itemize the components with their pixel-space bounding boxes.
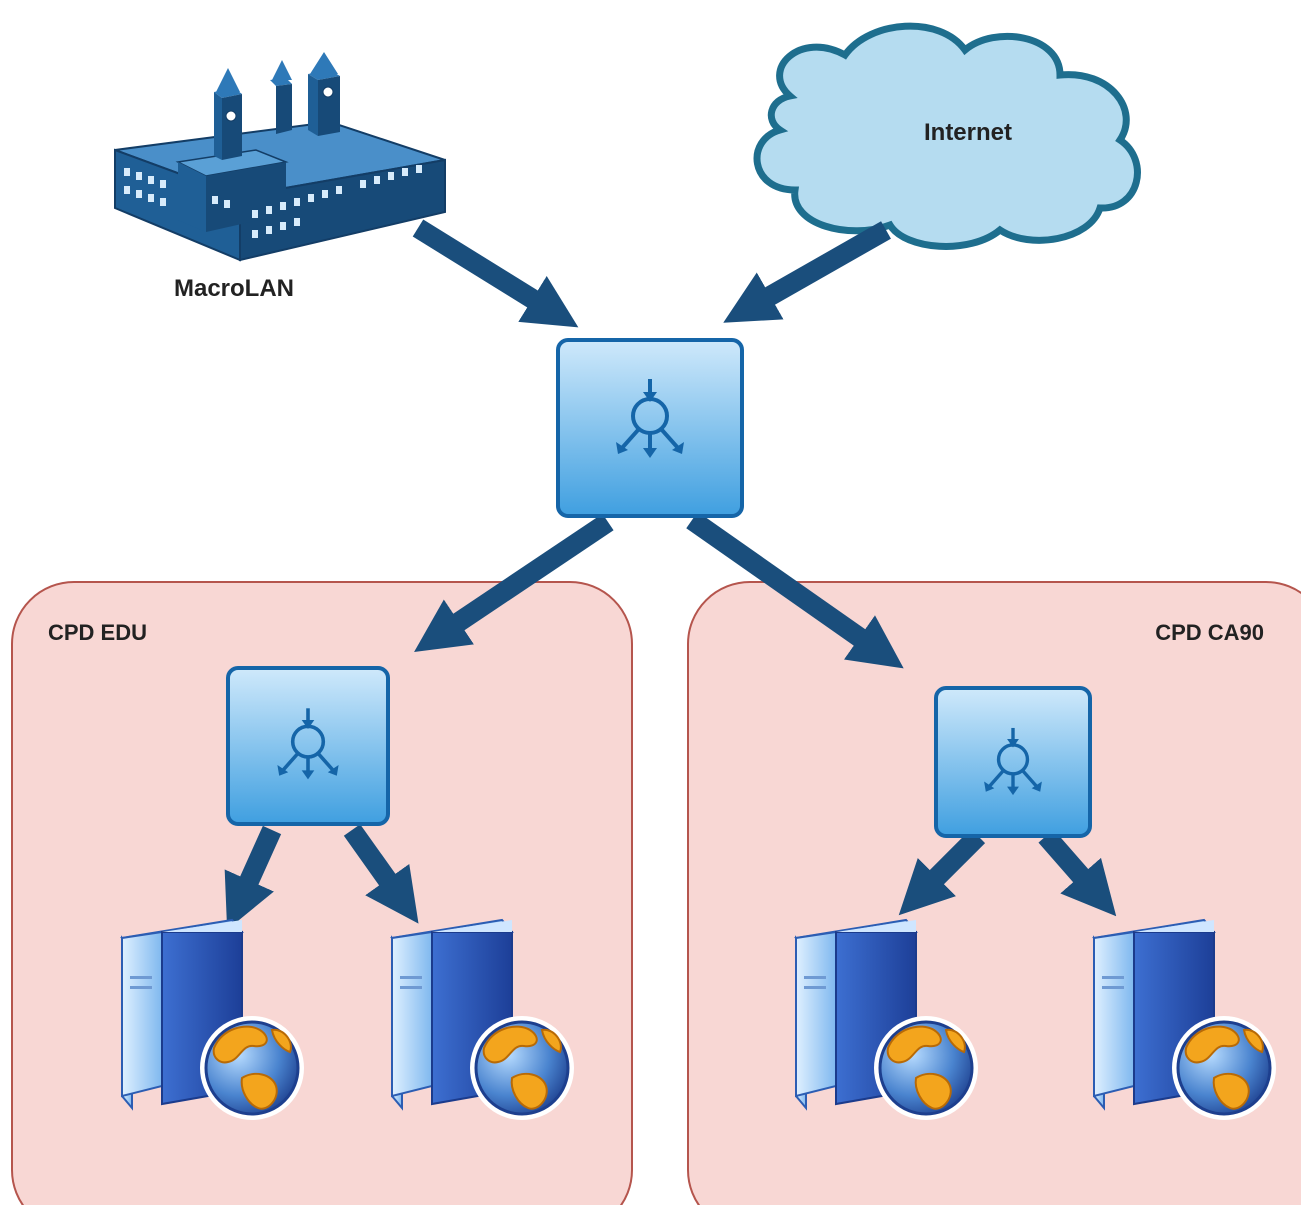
arrow-main-to-edu-balancer — [414, 513, 614, 653]
arrow-macrolan-to-main-balancer — [412, 219, 579, 328]
zone-label-cpd-ca90: CPD CA90 — [1155, 620, 1264, 645]
internet-label: Internet — [924, 119, 1012, 146]
arrow-main-to-ca90-balancer — [686, 511, 904, 669]
ca90-load-balancer — [934, 686, 1092, 838]
arrow-internet-to-main-balancer — [723, 221, 891, 323]
arrow-edu-balancer-to-server-1 — [224, 825, 282, 930]
connections — [224, 219, 1117, 930]
load-balancer-icon — [934, 686, 1092, 838]
arrow-edu-balancer-to-server-2 — [343, 824, 419, 924]
arrow-ca90-balancer-to-server-1 — [898, 828, 986, 916]
edu-load-balancer — [226, 666, 390, 826]
arrow-ca90-balancer-to-server-2 — [1038, 829, 1117, 917]
macrolan-label: MacroLAN — [174, 275, 294, 302]
zone-label-cpd-edu: CPD EDU — [48, 620, 147, 645]
cloud-icon — [753, 22, 1141, 250]
load-balancer-icon — [226, 666, 390, 826]
main-load-balancer — [556, 338, 744, 518]
load-balancer-icon — [556, 338, 744, 518]
building-icon — [114, 52, 446, 262]
